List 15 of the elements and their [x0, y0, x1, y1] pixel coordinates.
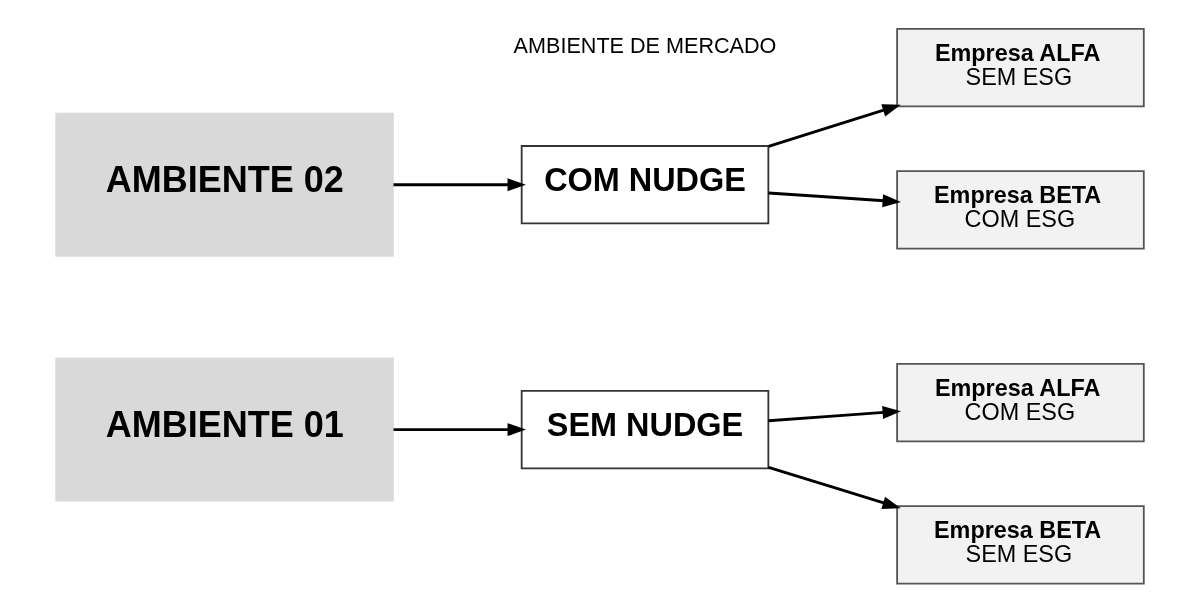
arrow	[767, 406, 901, 423]
arrow	[768, 191, 901, 208]
node-box: Empresa ALFA SEM ESG	[895, 28, 1145, 108]
arrow	[393, 423, 526, 437]
label: AMBIENTE DE MERCADO	[513, 33, 776, 59]
node-box: SEM NUDGE	[520, 390, 769, 470]
node-box: AMBIENTE 02	[54, 112, 394, 257]
node-box: Empresa ALFA COM ESG	[895, 362, 1145, 443]
node-box: Empresa BETA SEM ESG	[895, 505, 1145, 585]
arrow	[767, 104, 901, 148]
arrow	[767, 465, 901, 509]
node-box: Empresa BETA COM ESG	[895, 170, 1145, 250]
node-box: AMBIENTE 01	[54, 357, 394, 502]
node-box: COM NUDGE	[520, 145, 769, 225]
arrow	[393, 178, 526, 192]
